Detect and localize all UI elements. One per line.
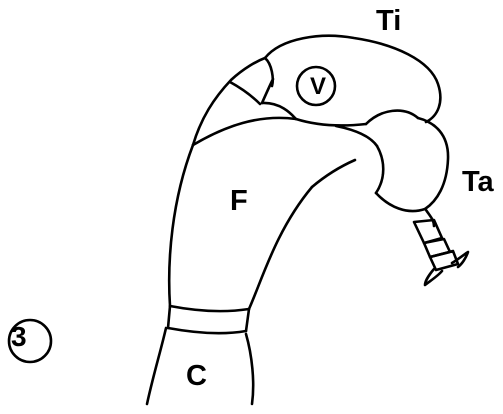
coxa-label: C (186, 362, 207, 391)
trochanter-segment (168, 306, 249, 333)
tarsus-segment (376, 118, 468, 285)
femur-segment (169, 58, 312, 309)
figure-number-label: 3 (11, 323, 27, 351)
tibia-segment (262, 36, 440, 193)
v-marker-label: V (310, 75, 326, 99)
femur-label: F (230, 187, 248, 216)
tibia-label: Ti (376, 7, 401, 36)
tarsus-label: Ta (462, 168, 494, 197)
